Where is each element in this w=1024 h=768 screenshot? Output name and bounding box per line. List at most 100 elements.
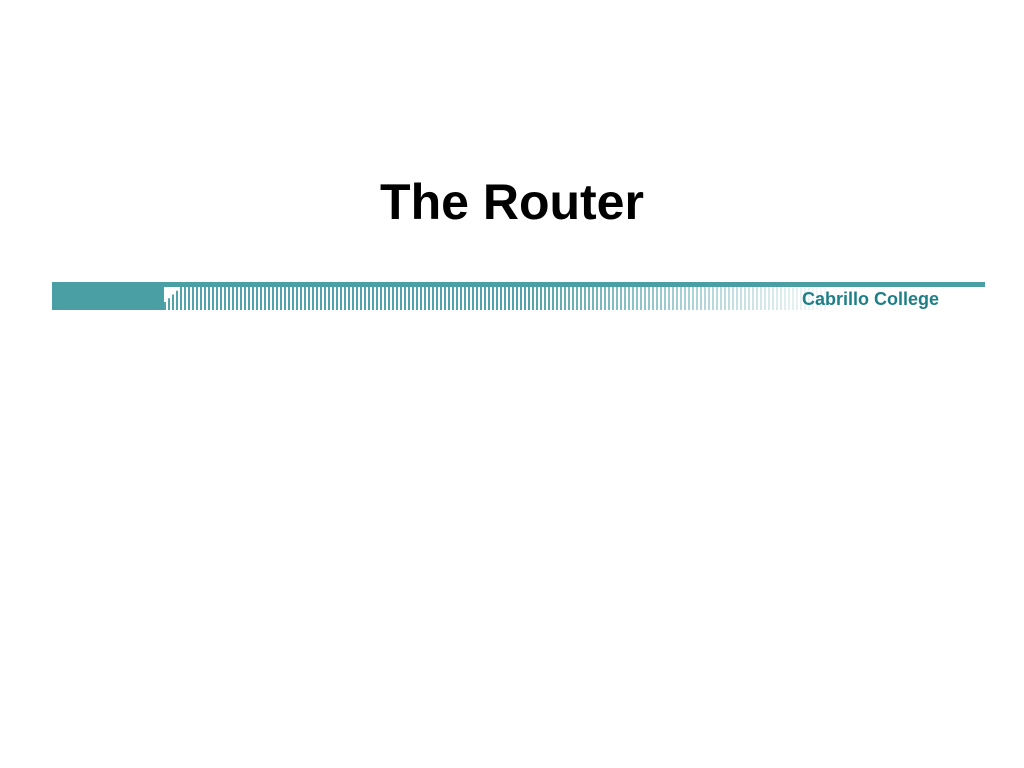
banner-stripe: [488, 287, 490, 310]
banner-stripe: [564, 287, 566, 310]
banner-stripe: [772, 287, 774, 310]
banner-stripe: [576, 287, 578, 310]
banner-stripe: [320, 287, 322, 310]
banner-stripe: [592, 287, 594, 310]
banner-stripe: [208, 287, 210, 310]
banner-stripe: [744, 287, 746, 310]
banner-stripe: [708, 287, 710, 310]
banner-stripe: [644, 287, 646, 310]
banner-stripe: [600, 287, 602, 310]
banner-stripe: [684, 287, 686, 310]
banner-stripe: [264, 287, 266, 310]
banner-stripe: [792, 287, 794, 310]
banner-stripe: [424, 287, 426, 310]
banner-stripe: [648, 287, 650, 310]
banner-stripe: [548, 287, 550, 310]
banner-stripe: [796, 287, 798, 310]
banner-stripe: [180, 287, 182, 310]
banner-stripe: [252, 287, 254, 310]
banner-stripes-graphic: [164, 287, 826, 310]
banner-stripe: [416, 287, 418, 310]
banner-solid-block: [52, 287, 164, 310]
banner-stripe: [584, 287, 586, 310]
banner-stripe: [712, 287, 714, 310]
college-name-label: Cabrillo College: [801, 289, 939, 309]
banner-stripe: [448, 287, 450, 310]
banner-stripe: [616, 287, 618, 310]
banner-stripe: [236, 287, 238, 310]
banner-stripe: [340, 287, 342, 310]
banner-stripe: [812, 287, 814, 310]
banner-stripe: [344, 287, 346, 310]
banner-stripe: [464, 287, 466, 310]
banner-stripe: [360, 287, 362, 310]
banner-stripe: [632, 287, 634, 310]
banner-stripe: [704, 287, 706, 310]
banner-stripe: [824, 287, 826, 310]
banner-stripe: [456, 287, 458, 310]
banner-stripe: [696, 287, 698, 310]
banner-stripe: [816, 287, 818, 310]
banner-stripe: [692, 287, 694, 310]
banner-stripe: [804, 287, 806, 310]
banner-stripe: [240, 287, 242, 310]
banner-stripe: [788, 287, 790, 310]
banner-stripe: [452, 287, 454, 310]
banner-stripe: [288, 287, 290, 310]
banner-stripe: [228, 287, 230, 310]
banner-stripe: [476, 287, 478, 310]
banner-stripe: [280, 287, 282, 310]
banner-stripe: [196, 287, 198, 310]
banner-stripe: [504, 287, 506, 310]
banner-stripe: [500, 287, 502, 310]
banner-stripe: [272, 287, 274, 310]
banner-stripe: [276, 287, 278, 310]
banner-stripe: [164, 302, 166, 310]
banner-stripe: [328, 287, 330, 310]
banner-stripe: [284, 287, 286, 310]
banner-stripe: [300, 287, 302, 310]
banner-stripe: [308, 287, 310, 310]
banner-stripe: [304, 287, 306, 310]
banner-stripe: [528, 287, 530, 310]
banner-stripe: [568, 287, 570, 310]
banner-stripe: [436, 287, 438, 310]
banner-stripe: [620, 287, 622, 310]
banner-stripe: [412, 287, 414, 310]
banner-stripe: [608, 287, 610, 310]
banner-stripe: [472, 287, 474, 310]
banner-stripe: [540, 287, 542, 310]
banner-stripe: [668, 287, 670, 310]
banner-stripe: [432, 287, 434, 310]
banner-stripe: [508, 287, 510, 310]
banner-stripe: [296, 287, 298, 310]
banner-stripe: [376, 287, 378, 310]
slide-title: The Router: [380, 174, 644, 230]
banner-stripe: [732, 287, 734, 310]
banner-stripe: [420, 287, 422, 310]
banner-stripe: [756, 287, 758, 310]
banner-stripe: [516, 287, 518, 310]
banner-stripe: [672, 287, 674, 310]
banner-stripe: [580, 287, 582, 310]
banner-stripe: [268, 287, 270, 310]
banner-stripe: [520, 287, 522, 310]
banner-stripe: [408, 287, 410, 310]
banner-stripe: [820, 287, 822, 310]
banner-stripe: [404, 287, 406, 310]
banner-stripe: [356, 287, 358, 310]
banner-stripe: [700, 287, 702, 310]
banner-stripe: [716, 287, 718, 310]
banner-stripe: [212, 287, 214, 310]
banner-stripe: [760, 287, 762, 310]
banner-stripe: [720, 287, 722, 310]
banner-stripe: [204, 287, 206, 310]
banner-stripe: [176, 290, 178, 310]
banner-stripe: [400, 287, 402, 310]
banner-stripe: [384, 287, 386, 310]
banner-stripe: [752, 287, 754, 310]
banner-stripe: [740, 287, 742, 310]
banner-stripe: [536, 287, 538, 310]
banner-stripe: [636, 287, 638, 310]
banner-stripe: [736, 287, 738, 310]
